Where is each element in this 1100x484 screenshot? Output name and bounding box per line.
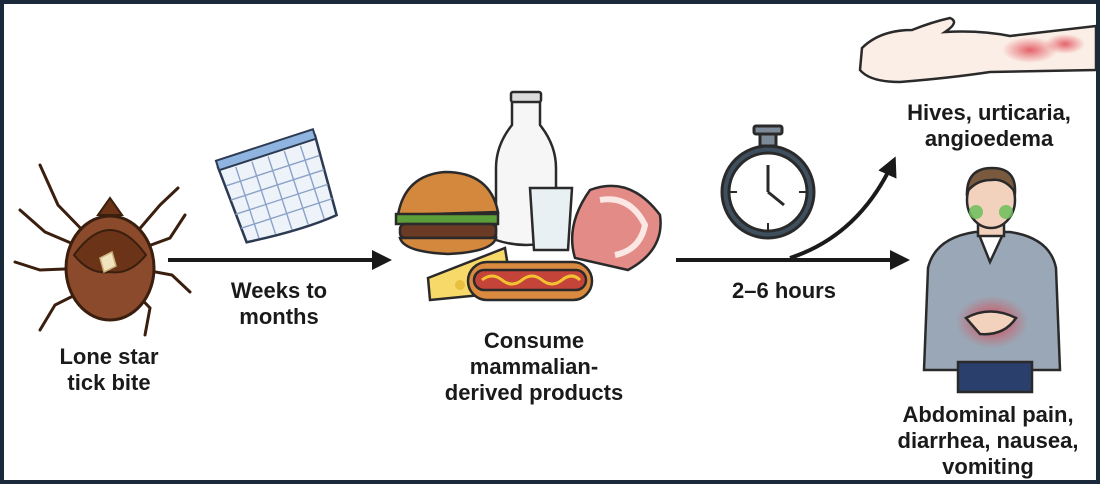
arrow-skin — [789, 156, 897, 260]
stopwatch-icon — [720, 124, 816, 240]
calendar-icon — [214, 127, 339, 244]
man-icon — [922, 166, 1062, 394]
tick-icon — [13, 163, 192, 337]
gi-label: Abdominal pain,diarrhea, nausea,vomiting — [897, 402, 1079, 479]
hours-label: 2–6 hours — [732, 278, 836, 303]
food-icon — [394, 90, 662, 302]
skin-label: Hives, urticaria,angioedema — [907, 100, 1071, 151]
diagram-canvas — [13, 16, 1096, 394]
arm-icon — [858, 16, 1096, 84]
